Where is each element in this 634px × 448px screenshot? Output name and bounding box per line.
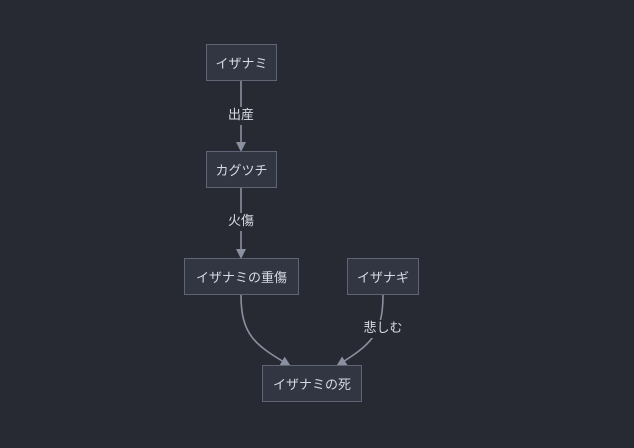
node-izanami: イザナミ [206,44,277,81]
node-izanagi: イザナギ [347,258,419,295]
node-izanami-death: イザナミの死 [262,365,362,402]
edge-label-grieve: 悲しむ [361,320,405,338]
edge-label-burn: 火傷 [225,213,257,231]
node-kagutsuchi: カグツチ [206,151,277,188]
node-izanami-injury: イザナミの重傷 [184,258,299,295]
edge-label-birth: 出産 [225,107,257,125]
edge-injury-death [240,294,291,367]
